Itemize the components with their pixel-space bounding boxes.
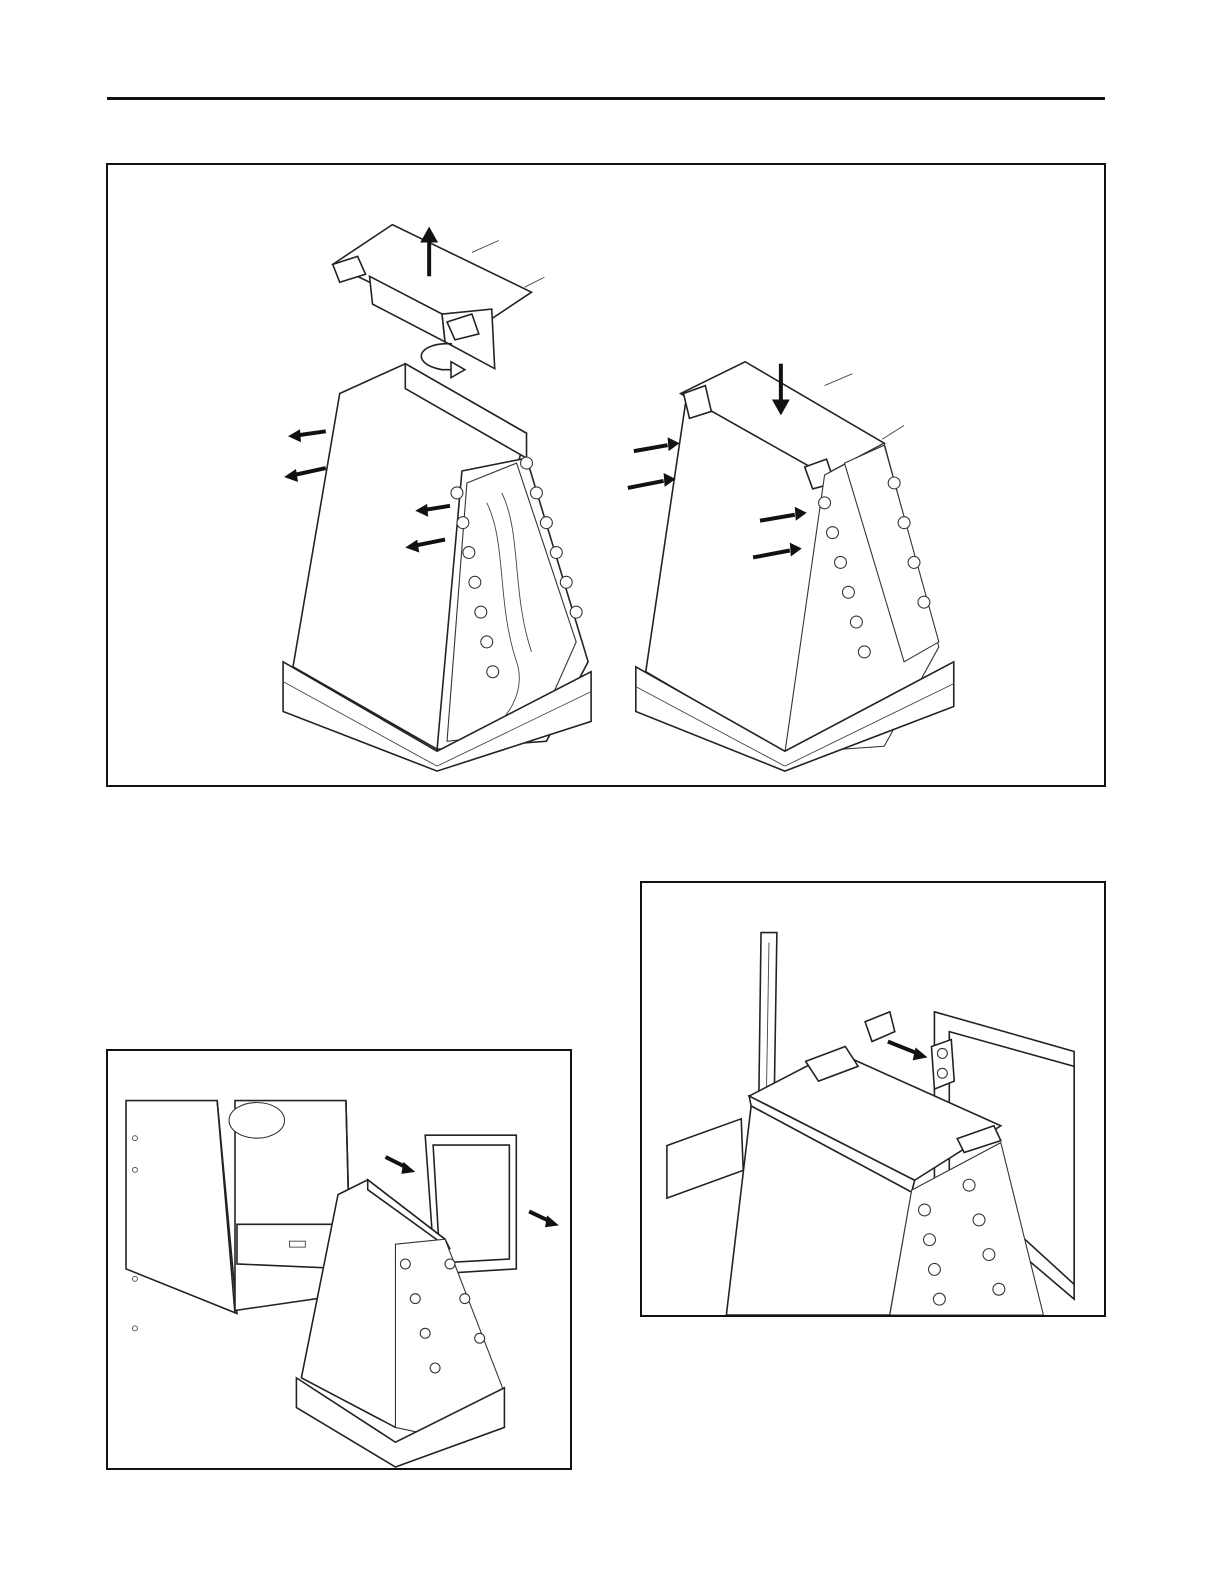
header-rule [107, 97, 1105, 100]
pointer-arrow-icon [888, 1042, 928, 1061]
lifted-top-plate [333, 225, 545, 369]
figure-coil-panel-removal [106, 163, 1106, 787]
coil-unit-assembled [636, 362, 954, 771]
coil-detail-drawing [642, 883, 1104, 1315]
figure-coil-installation-cabinet [106, 1049, 572, 1470]
coil-panel-removal-drawing [108, 165, 1104, 785]
figure-coil-detail [640, 881, 1106, 1317]
coil-unit-open [283, 364, 591, 771]
coil-installation-cabinet-drawing [108, 1051, 570, 1468]
